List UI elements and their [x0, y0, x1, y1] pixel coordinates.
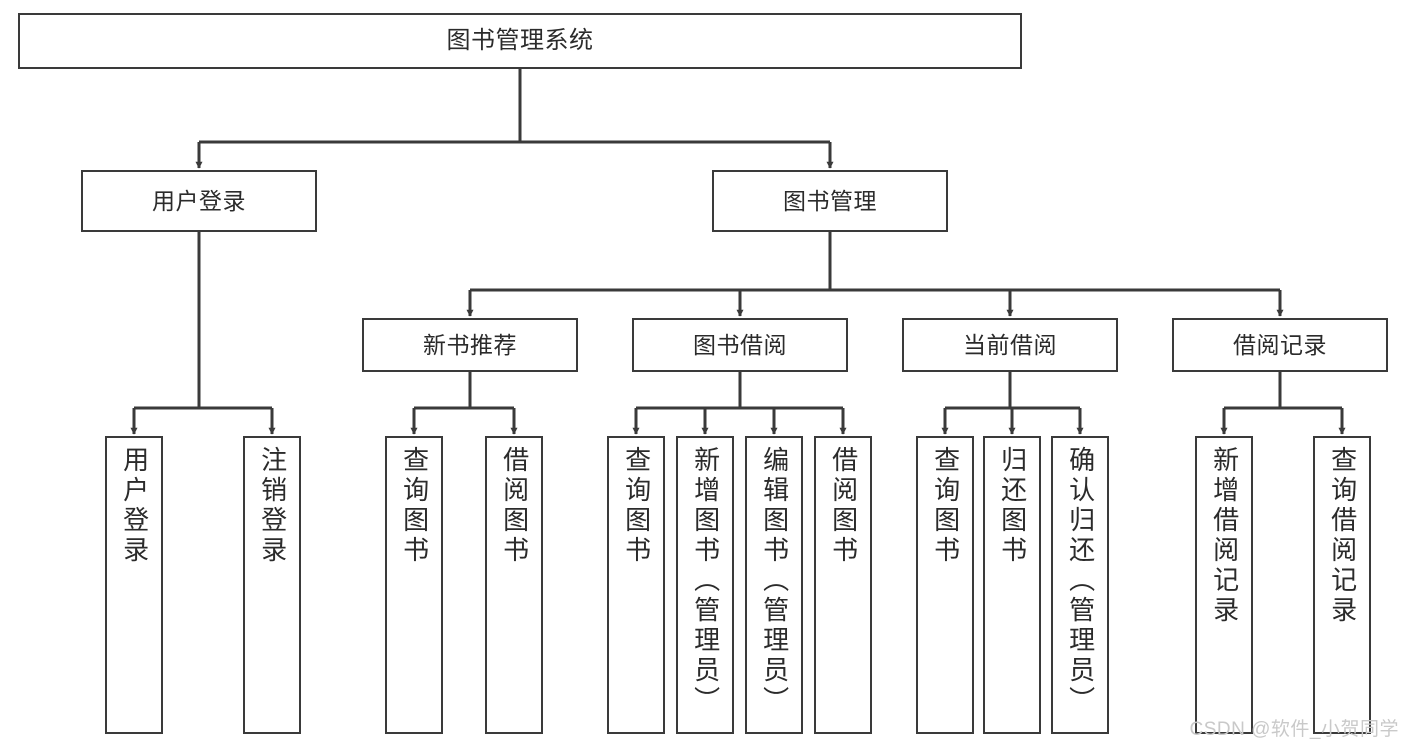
node-label: 查询图书	[930, 446, 961, 566]
node-records[interactable]: 借阅记录	[1172, 318, 1388, 372]
node-label: 查询图书	[399, 446, 430, 566]
node-label: 新增借阅记录	[1209, 446, 1240, 626]
node-leaf-8[interactable]: 借阅图书	[814, 436, 872, 734]
node-label: 编辑图书（管理员）	[759, 446, 790, 716]
node-leaf-3[interactable]: 查询图书	[385, 436, 443, 734]
node-label: 查询图书	[621, 446, 652, 566]
node-new-rec[interactable]: 新书推荐	[362, 318, 578, 372]
node-leaf-6[interactable]: 新增图书（管理员）	[676, 436, 734, 734]
node-label: 当前借阅	[963, 331, 1057, 358]
node-leaf-12[interactable]: 新增借阅记录	[1195, 436, 1253, 734]
node-label: 新增图书（管理员）	[690, 446, 721, 716]
node-label: 图书管理	[783, 187, 877, 214]
node-leaf-10[interactable]: 归还图书	[983, 436, 1041, 734]
node-label: 借阅图书	[828, 446, 859, 566]
node-leaf-9[interactable]: 查询图书	[916, 436, 974, 734]
node-label: 图书管理系统	[446, 27, 594, 55]
node-leaf-7[interactable]: 编辑图书（管理员）	[745, 436, 803, 734]
node-label: 注销登录	[257, 446, 288, 566]
node-current[interactable]: 当前借阅	[902, 318, 1118, 372]
node-label: 借阅记录	[1233, 331, 1327, 358]
node-user-login[interactable]: 用户登录	[81, 170, 317, 232]
node-leaf-5[interactable]: 查询图书	[607, 436, 665, 734]
node-leaf-13[interactable]: 查询借阅记录	[1313, 436, 1371, 734]
node-label: 借阅图书	[499, 446, 530, 566]
node-label: 查询借阅记录	[1327, 446, 1358, 626]
node-book-mgmt[interactable]: 图书管理	[712, 170, 948, 232]
node-label: 用户登录	[119, 446, 150, 566]
node-leaf-2[interactable]: 注销登录	[243, 436, 301, 734]
node-label: 用户登录	[152, 187, 246, 214]
node-label: 确认归还（管理员）	[1065, 446, 1096, 716]
node-leaf-4[interactable]: 借阅图书	[485, 436, 543, 734]
csdn-watermark: CSDN @软件_小贺同学	[1189, 719, 1399, 740]
node-leaf-1[interactable]: 用户登录	[105, 436, 163, 734]
node-borrow[interactable]: 图书借阅	[632, 318, 848, 372]
node-label: 图书借阅	[693, 331, 787, 358]
node-label: 归还图书	[997, 446, 1028, 566]
node-label: 新书推荐	[423, 331, 517, 358]
node-leaf-11[interactable]: 确认归还（管理员）	[1051, 436, 1109, 734]
node-root[interactable]: 图书管理系统	[18, 13, 1022, 69]
